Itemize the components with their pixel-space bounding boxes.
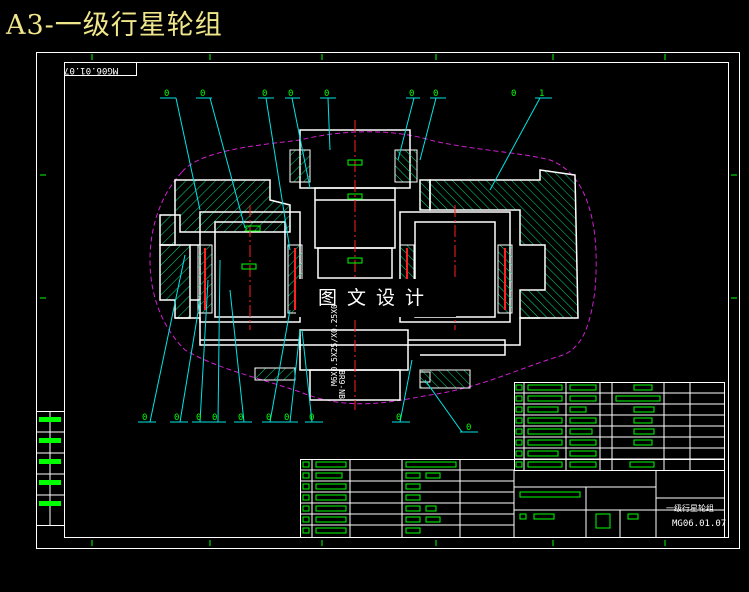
- carrier-base: [175, 317, 540, 356]
- left-side-table-marks: [39, 417, 61, 506]
- part-tags: [241, 159, 363, 270]
- housing-right: [419, 169, 579, 319]
- drawing-code: MG06.01.07: [672, 519, 727, 529]
- callout-2: 0: [200, 89, 205, 99]
- bottom-parts: [254, 367, 471, 389]
- callout-1: 0: [164, 89, 169, 99]
- title-block-name: 一级行星轮组: [666, 504, 714, 513]
- callout-18: 0: [396, 413, 401, 423]
- callout-labels: 0 0 0 0 0 0 0 0 1 0 0 0 0 0 0 0 0 0 0: [142, 89, 544, 433]
- callout-19: 0: [466, 423, 471, 433]
- title-block-marks: [302, 461, 639, 534]
- callout-13: 0: [212, 413, 217, 423]
- housing-left: [159, 179, 291, 319]
- callout-16: 0: [284, 413, 289, 423]
- title-block: [300, 459, 725, 538]
- page-title: A3-一级行星轮组: [6, 10, 223, 41]
- outer-frame: [36, 52, 740, 549]
- parts-list: [514, 382, 725, 471]
- break-outline: [149, 131, 597, 405]
- callout-5: 0: [324, 89, 329, 99]
- callout-8: 0: [511, 89, 516, 99]
- vertical-note-right: BR9-NB: [337, 370, 346, 399]
- callout-11: 0: [174, 413, 179, 423]
- callout-9: 1: [539, 89, 544, 99]
- callout-15: 0: [266, 413, 271, 423]
- callout-14: 0: [238, 413, 243, 423]
- parts-list-marks: [515, 384, 661, 468]
- border-ticks: [40, 54, 737, 546]
- mirrored-drawing-code: MG06.01.07: [64, 65, 119, 75]
- centerlines: [249, 120, 456, 410]
- left-side-table: [36, 411, 65, 526]
- watermark-text: 图文设计: [296, 279, 456, 317]
- callout-4: 0: [288, 89, 293, 99]
- callout-17: 0: [309, 413, 314, 423]
- callout-6: 0: [409, 89, 414, 99]
- code-box: [64, 62, 137, 76]
- leader-lines: [138, 97, 552, 433]
- callout-3: 0: [262, 89, 267, 99]
- callout-7: 0: [433, 89, 438, 99]
- callout-10: 0: [142, 413, 147, 423]
- callout-12: 0: [196, 413, 201, 423]
